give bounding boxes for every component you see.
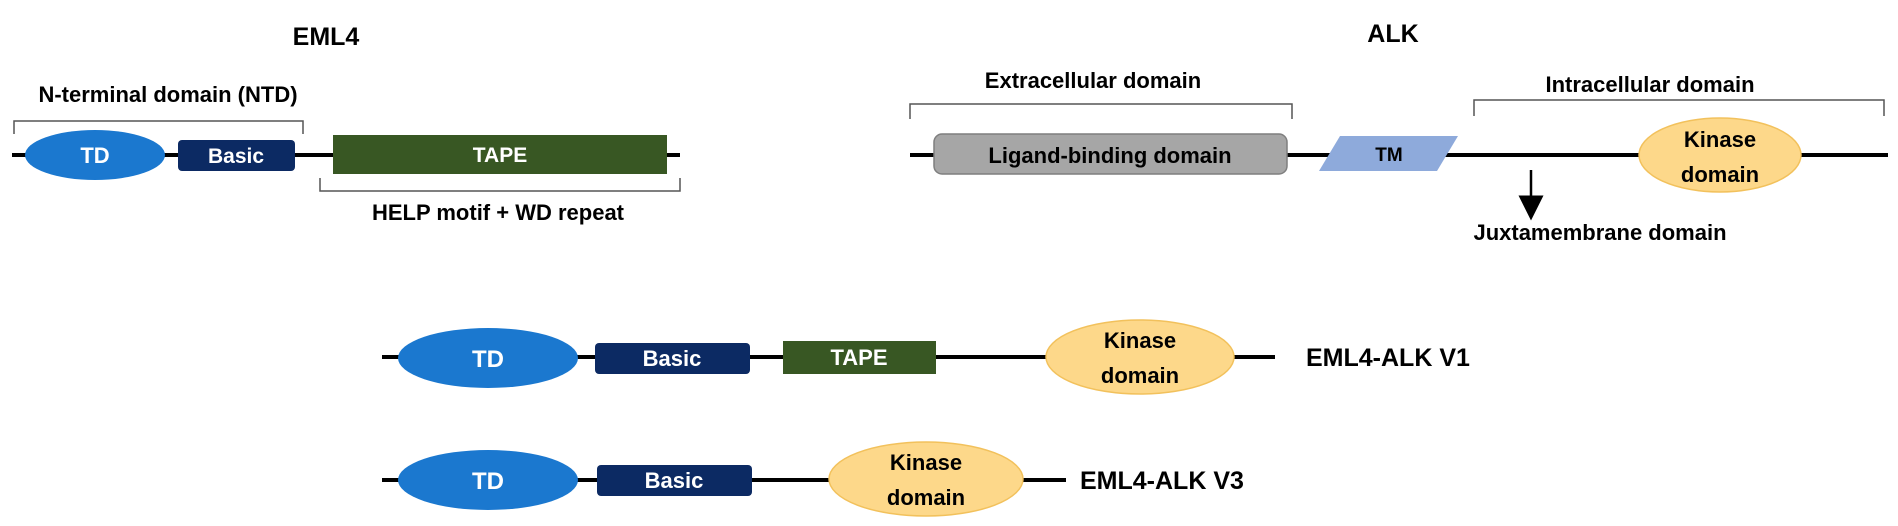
v3-kinase-domain [828,441,1024,517]
eml4-section: EML4 N-terminal domain (NTD) TD Basic TA… [12,23,681,225]
alk-section: ALK Extracellular domain Intracellular d… [909,20,1888,245]
v3-kinase-label-line1: Kinase [890,450,962,475]
ligand-binding-domain [933,133,1288,175]
eml4-basic-domain [178,140,295,171]
intracellular-bracket [1473,99,1885,116]
v1-kinase-label-line1: Kinase [1104,328,1176,353]
v3-td-label: TD [472,468,504,495]
tm-label: TM [1375,145,1402,166]
eml4-alk-v3: TD Basic Kinase domain EML4-ALK V3 [382,441,1244,517]
v1-tape-label: TAPE [830,345,887,370]
ligand-binding-label: Ligand-binding domain [988,143,1231,168]
help-label: HELP motif + WD repeat [372,200,625,225]
eml4-td-domain [25,130,165,180]
v1-tape-domain [783,341,936,374]
v1-name: EML4-ALK V1 [1306,344,1470,372]
v1-td-label: TD [472,346,504,373]
alk-title: ALK [1367,20,1418,48]
eml4-tape-label: TAPE [473,144,527,167]
tm-domain [1319,136,1458,171]
v1-kinase-label-line2: domain [1101,363,1179,388]
v1-basic-domain [595,343,750,374]
alk-kinase-label-line1: Kinase [1684,127,1756,152]
alk-kinase-domain [1638,117,1802,193]
eml4-alk-v1: TD Basic TAPE Kinase domain EML4-ALK V1 [382,319,1470,395]
extracellular-label: Extracellular domain [985,68,1201,93]
v3-td-domain [398,450,578,510]
eml4-tape-domain [333,135,667,174]
v3-name: EML4-ALK V3 [1080,467,1244,495]
help-bracket [319,178,681,192]
v3-kinase-label-line2: domain [887,485,965,510]
ntd-label: N-terminal domain (NTD) [38,82,297,107]
ntd-bracket [13,120,304,134]
extracellular-bracket [909,103,1293,119]
alk-kinase-label-line2: domain [1681,162,1759,187]
eml4-title: EML4 [293,23,360,51]
juxtamembrane-label: Juxtamembrane domain [1473,220,1726,245]
v1-kinase-domain [1045,319,1235,395]
v1-td-domain [398,328,578,388]
eml4-td-label: TD [80,143,109,168]
v1-basic-label: Basic [643,346,702,371]
intracellular-label: Intracellular domain [1545,72,1754,97]
eml4-basic-label: Basic [208,145,264,168]
v3-basic-domain [597,465,752,496]
v3-basic-label: Basic [645,468,704,493]
